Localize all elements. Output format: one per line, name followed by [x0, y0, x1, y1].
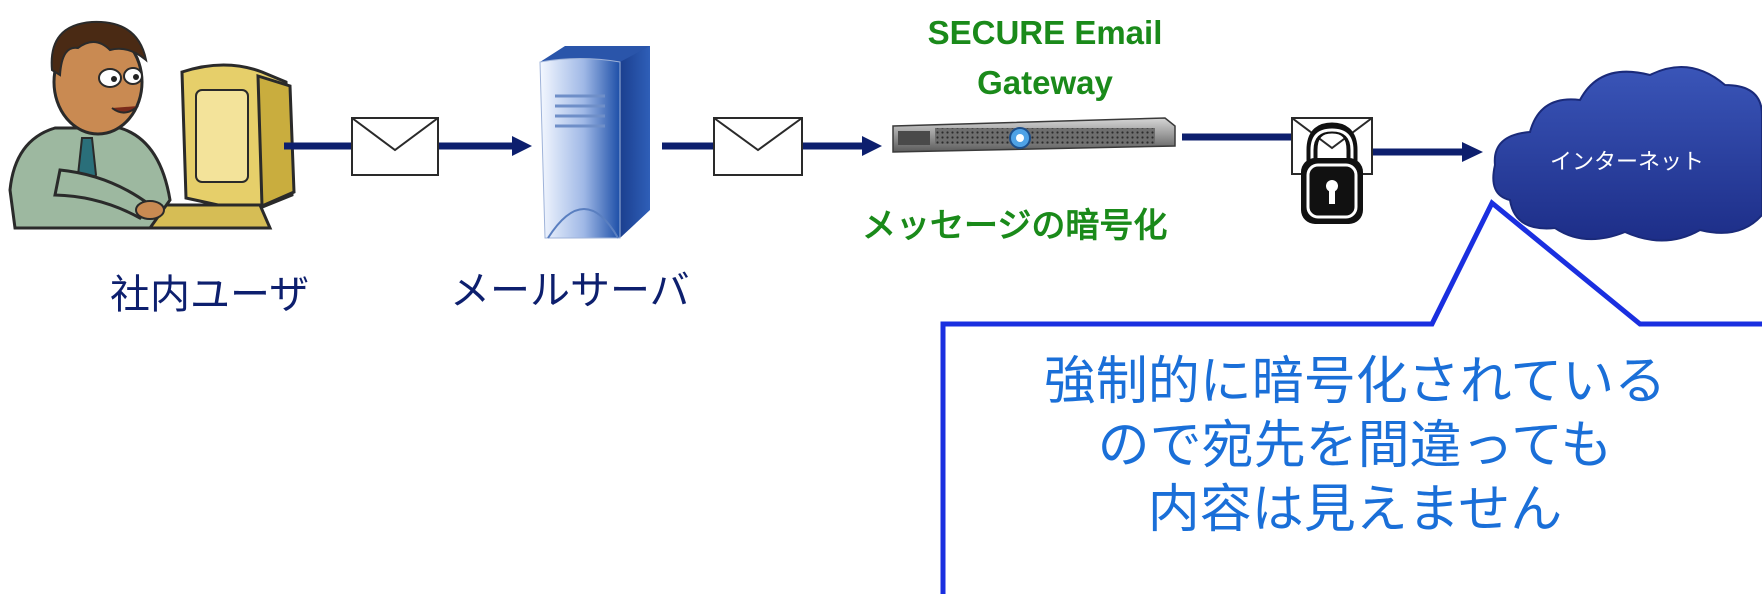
person-at-computer-icon — [8, 20, 296, 230]
mail-server-label: メールサーバ — [450, 268, 690, 314]
gateway-title-line1: SECURE Email — [927, 14, 1163, 51]
gateway-title: SECURE Email Gateway — [880, 8, 1210, 108]
internal-user-label: 社内ユーザ — [110, 272, 310, 318]
envelope-icon-1 — [351, 117, 439, 176]
rack-appliance-icon — [892, 117, 1176, 153]
callout-line2: ので宛先を間違っても — [1097, 416, 1613, 476]
padlock-icon — [1301, 122, 1363, 224]
callout-message: 強制的に暗号化されている ので宛先を間違っても 内容は見えません — [948, 350, 1762, 542]
server-tower-icon — [539, 46, 650, 239]
cloud-icon — [1492, 66, 1762, 242]
gateway-title-line2: Gateway — [977, 64, 1113, 101]
internet-label: インターネット — [1550, 150, 1705, 175]
callout-line3: 内容は見えません — [1147, 480, 1563, 540]
gateway-caption: メッセージの暗号化 — [862, 206, 1168, 246]
callout-box — [940, 199, 1762, 594]
callout-line1: 強制的に暗号化されている — [1043, 352, 1667, 412]
envelope-icon-2 — [713, 117, 803, 176]
